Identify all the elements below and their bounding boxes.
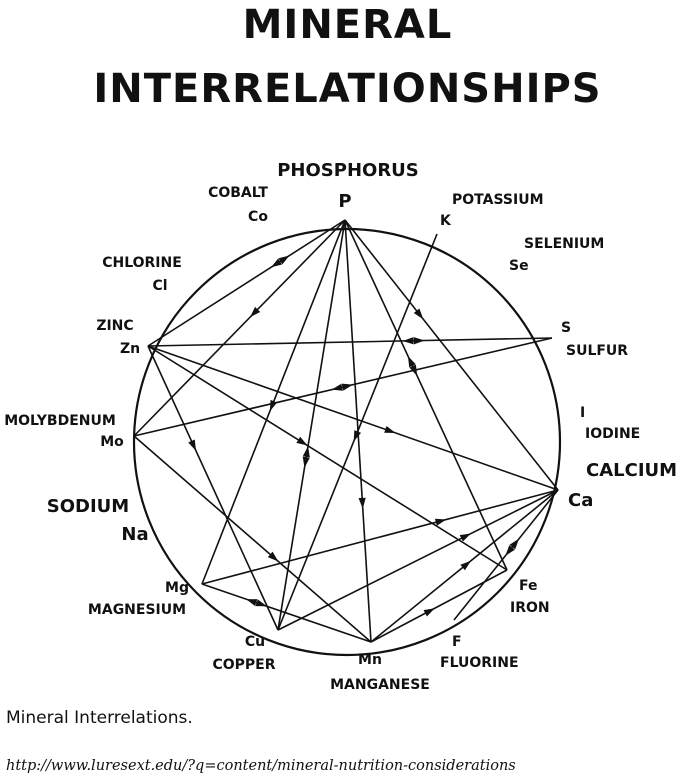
node-symbol-sulfur: S (561, 320, 571, 336)
arrow-potassium-copper (353, 430, 362, 442)
arrow-zinc-calcium (384, 425, 396, 433)
arrow-zinc-copper (188, 439, 196, 451)
mineral-interrelationships-diagram: PHOSPHORUSPCOBALTCoPOTASSIUMKSELENIUMSeC… (4, 160, 677, 693)
node-name-calcium: CALCIUM (586, 460, 677, 481)
node-symbol-chlorine: Cl (152, 278, 167, 294)
link-zinc-iron (147, 345, 508, 571)
arrow-phosphorus-calcium (413, 308, 424, 320)
link-copper-calcium (277, 489, 559, 631)
link-molybdenum-manganese (133, 435, 372, 643)
link-phosphorus-calcium (344, 219, 559, 491)
node-name-selenium: SELENIUM (524, 236, 604, 252)
node-labels: PHOSPHORUSPCOBALTCoPOTASSIUMKSELENIUMSeC… (4, 160, 677, 693)
arrow-zinc-sulfur (413, 337, 425, 345)
arrow-back-fluorine-calcium (505, 545, 515, 556)
node-name-fluorine: FLUORINE (440, 655, 519, 671)
arrow-zinc-iron (296, 436, 308, 446)
node-name-manganese: MANGANESE (330, 677, 430, 693)
node-name-phosphorus: PHOSPHORUS (277, 160, 419, 181)
arrow-back-phosphorus-iron (407, 355, 416, 368)
arrow-phosphorus-zinc (270, 258, 283, 268)
node-symbol-molybdenum: Mo (100, 434, 124, 450)
outer-circle (132, 227, 562, 657)
arrow-molybdenum-sulfur (341, 383, 354, 391)
node-symbol-zinc: Zn (120, 341, 140, 357)
arrow-back-phosphorus-zinc (278, 255, 290, 265)
node-name-sodium: SODIUM (47, 496, 129, 517)
arrow-magnesium-calcium (434, 518, 447, 526)
link-phosphorus-zinc (147, 219, 346, 347)
arrow-back-zinc-sulfur (402, 337, 414, 345)
arrow-phosphorus-molybdenum (250, 306, 261, 318)
arrow-phosphorus-magnesium (269, 399, 278, 412)
figure-caption: Mineral Interrelations. (6, 708, 193, 728)
link-lines (133, 219, 559, 643)
node-symbol-iron: Fe (519, 578, 538, 594)
link-zinc-sulfur (147, 337, 553, 347)
node-name-cobalt: COBALT (208, 185, 268, 201)
arrow-molybdenum-manganese (267, 551, 279, 562)
source-url[interactable]: http://www.luresext.edu/?q=content/miner… (6, 758, 516, 774)
arrow-fluorine-calcium (509, 538, 520, 550)
node-symbol-cobalt: Co (248, 209, 268, 225)
node-symbol-calcium: Ca (568, 490, 593, 511)
arrow-copper-calcium (459, 533, 471, 542)
link-zinc-copper (147, 345, 279, 631)
arrow-manganese-iron (423, 608, 435, 617)
arrow-back-magnesium-manganese (246, 599, 258, 607)
node-name-chlorine: CHLORINE (102, 255, 182, 271)
node-name-molybdenum: MOLYBDENUM (4, 413, 116, 429)
node-name-copper: COPPER (212, 657, 275, 673)
link-phosphorus-molybdenum (133, 219, 346, 437)
node-name-iodine: IODINE (585, 426, 640, 442)
link-zinc-calcium (147, 345, 559, 491)
title-line-2: INTERRELATIONSHIPS (93, 66, 602, 112)
node-symbol-phosphorus: P (338, 191, 351, 212)
link-phosphorus-iron (344, 219, 508, 571)
arrow-back-phosphorus-copper (302, 446, 310, 458)
node-name-sulfur: SULFUR (566, 343, 628, 359)
node-name-magnesium: MAGNESIUM (88, 602, 186, 618)
link-magnesium-manganese (201, 583, 372, 643)
node-symbol-potassium: K (440, 213, 452, 229)
node-symbol-iodine: I (580, 405, 585, 421)
node-name-zinc: ZINC (96, 318, 133, 334)
arrow-manganese-calcium (460, 560, 472, 571)
node-name-potassium: POTASSIUM (452, 192, 544, 208)
title-line-1: MINERAL (242, 2, 453, 48)
node-symbol-fluorine: F (452, 634, 462, 650)
arrow-phosphorus-copper (302, 456, 310, 468)
link-magnesium-calcium (201, 489, 559, 585)
node-symbol-selenium: Se (509, 258, 529, 274)
node-symbol-sodium: Na (121, 524, 148, 545)
link-manganese-iron (370, 569, 508, 643)
node-symbol-magnesium: Mg (165, 580, 189, 596)
arrow-magnesium-manganese (255, 599, 267, 607)
arrow-back-molybdenum-sulfur (331, 383, 343, 391)
node-symbol-manganese: Mn (358, 652, 382, 668)
arrow-phosphorus-manganese (358, 497, 366, 509)
link-arrows (188, 255, 520, 617)
node-symbol-copper: Cu (245, 634, 265, 650)
arrow-phosphorus-iron (409, 364, 418, 376)
link-phosphorus-copper (277, 219, 346, 631)
node-name-iron: IRON (510, 600, 550, 616)
